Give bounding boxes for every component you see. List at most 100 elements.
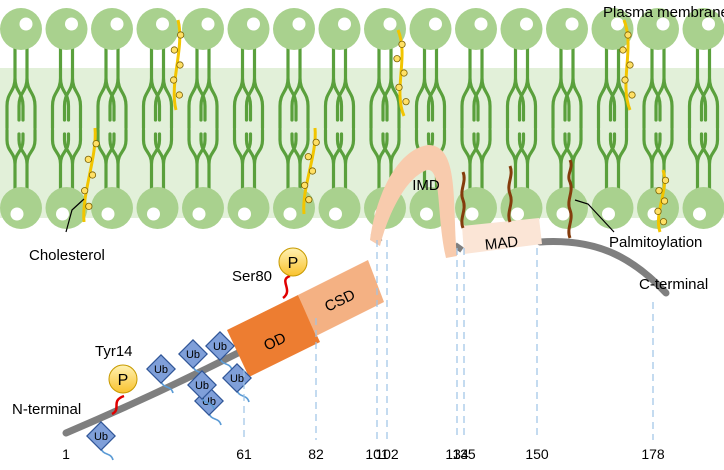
palmitoyl-chain bbox=[569, 160, 571, 238]
cholesterol-ring bbox=[313, 139, 319, 145]
lipid-head bbox=[91, 8, 133, 50]
lipid-head-highlight bbox=[202, 18, 215, 31]
lipid-head-highlight bbox=[420, 208, 433, 221]
palmitoylation-label: Palmitoylation bbox=[609, 234, 702, 251]
residue-number: 135 bbox=[452, 446, 476, 462]
plasma-membrane bbox=[0, 8, 724, 232]
lipid-head bbox=[46, 8, 88, 50]
lipid-head-highlight bbox=[284, 208, 297, 221]
cholesterol-ring bbox=[177, 62, 183, 68]
lipid-head-highlight bbox=[466, 208, 479, 221]
residue-number: 150 bbox=[525, 446, 549, 462]
cholesterol-ring bbox=[309, 168, 315, 174]
lipid-head bbox=[592, 187, 634, 229]
cholesterol-ring bbox=[627, 62, 633, 68]
lipid-head-highlight bbox=[56, 208, 69, 221]
lipid-head-highlight bbox=[693, 208, 706, 221]
cholesterol-ring bbox=[394, 55, 400, 61]
mad-label: MAD bbox=[484, 233, 519, 253]
n-terminal-label: N-terminal bbox=[12, 401, 81, 418]
lipid-head bbox=[455, 8, 497, 50]
ubiquitin-label: Ub bbox=[94, 431, 108, 443]
ub-linker bbox=[209, 413, 221, 425]
cholesterol-ring bbox=[306, 196, 312, 202]
tyr14-label: Tyr14 bbox=[95, 343, 133, 360]
residue-number: 82 bbox=[308, 446, 324, 462]
cholesterol-ring bbox=[399, 41, 405, 47]
cholesterol-ring bbox=[305, 153, 311, 159]
ubiquitin-label: Ub bbox=[186, 349, 200, 361]
cholesterol-ring bbox=[625, 32, 631, 38]
lipid-head-highlight bbox=[602, 208, 615, 221]
residue-number: 178 bbox=[641, 446, 665, 462]
cholesterol-ring bbox=[301, 182, 307, 188]
lipid-head-highlight bbox=[520, 18, 533, 31]
cholesterol-ring bbox=[401, 70, 407, 76]
cholesterol-ring bbox=[662, 177, 668, 183]
lipid-head bbox=[410, 8, 452, 50]
lipid-head bbox=[137, 187, 179, 229]
lipid-head-highlight bbox=[193, 208, 206, 221]
lipid-head bbox=[137, 8, 179, 50]
lipid-head-highlight bbox=[111, 18, 124, 31]
ubiquitin-label: Ub bbox=[154, 364, 168, 376]
cholesterol-ring bbox=[176, 92, 182, 98]
ubiquitin-label: Ub bbox=[230, 373, 244, 385]
ubiquitin-label: Ub bbox=[195, 380, 209, 392]
ser80-label: Ser80 bbox=[232, 268, 272, 285]
phospho-site-ser80: P Ser80 bbox=[232, 248, 307, 298]
cholesterol-ring bbox=[89, 172, 95, 178]
cholesterol-ring bbox=[93, 140, 99, 146]
lipid-head-highlight bbox=[293, 18, 306, 31]
lipid-head bbox=[228, 8, 270, 50]
phospho-label: P bbox=[118, 372, 129, 389]
cholesterol-ring bbox=[86, 203, 92, 209]
lipid-head-highlight bbox=[147, 208, 160, 221]
lipid-head bbox=[319, 8, 361, 50]
lipid-head-highlight bbox=[20, 18, 33, 31]
ser80-link bbox=[283, 276, 290, 298]
cholesterol-ring bbox=[177, 32, 183, 38]
cholesterol-ring bbox=[171, 47, 177, 53]
lipid-head bbox=[273, 8, 315, 50]
cholesterol-ring bbox=[170, 77, 176, 83]
lipid-head bbox=[319, 187, 361, 229]
lipid-head-highlight bbox=[65, 18, 78, 31]
lipid-head-highlight bbox=[247, 18, 260, 31]
lipid-head-highlight bbox=[475, 18, 488, 31]
cholesterol-label: Cholesterol bbox=[29, 247, 105, 264]
lipid-head bbox=[182, 187, 224, 229]
cholesterol-ring bbox=[403, 98, 409, 104]
cholesterol-ring bbox=[660, 218, 666, 224]
lipid-head-highlight bbox=[429, 18, 442, 31]
ub-linker bbox=[101, 448, 113, 460]
lipid-head-highlight bbox=[238, 208, 251, 221]
lipid-head bbox=[182, 8, 224, 50]
plasma-membrane-label: Plasma membrane bbox=[603, 4, 724, 21]
lipid-head-highlight bbox=[384, 18, 397, 31]
lipid-head bbox=[546, 8, 588, 50]
lipid-head bbox=[0, 8, 42, 50]
lipid-head-highlight bbox=[557, 208, 570, 221]
lipid-head-highlight bbox=[329, 208, 342, 221]
cholesterol-ring bbox=[81, 187, 87, 193]
lipid-head-highlight bbox=[102, 208, 115, 221]
lipid-head bbox=[501, 8, 543, 50]
lipid-head-highlight bbox=[511, 208, 524, 221]
cholesterol-ring bbox=[629, 92, 635, 98]
residue-number: 61 bbox=[236, 446, 252, 462]
lipid-head bbox=[546, 187, 588, 229]
cholesterol-ring bbox=[661, 198, 667, 204]
residue-number: 1 bbox=[62, 446, 70, 462]
imd-label: IMD bbox=[412, 177, 440, 194]
cholesterol-ring bbox=[655, 208, 661, 214]
lipid-head bbox=[0, 187, 42, 229]
lipid-head-highlight bbox=[11, 208, 24, 221]
cholesterol-ring bbox=[396, 84, 402, 90]
lipid-head-highlight bbox=[566, 18, 579, 31]
residue-number: 102 bbox=[375, 446, 399, 462]
lipid-head bbox=[228, 187, 270, 229]
